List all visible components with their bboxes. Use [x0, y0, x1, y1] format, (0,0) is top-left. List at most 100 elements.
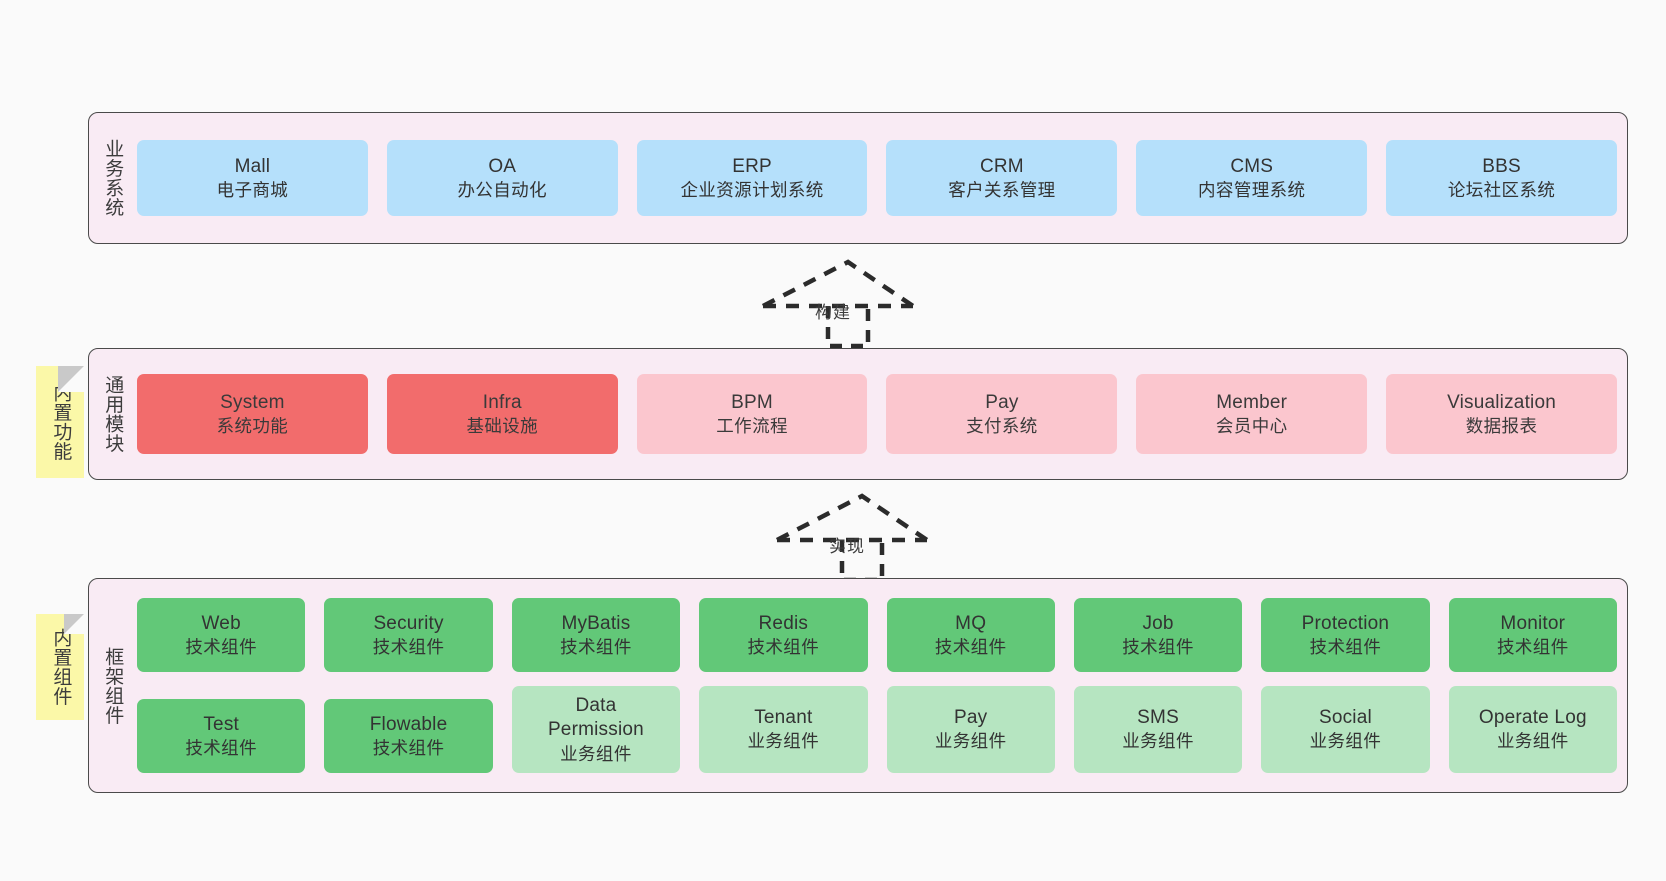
node-name: CMS: [1230, 155, 1274, 177]
node-name: Redis: [758, 612, 809, 634]
node-subtitle: 技术组件: [372, 636, 445, 657]
node-name: Social: [1318, 707, 1372, 729]
layer-framework-component: 框架组件 Web 技术组件 Security 技术组件 MyBatis 技术组件: [88, 578, 1628, 793]
node-cms[interactable]: CMS 内容管理系统: [1136, 140, 1368, 216]
node-security[interactable]: Security 技术组件: [324, 598, 493, 672]
layer-business-system: 业务系统 Mall 电子商城 OA 办公自动化 ERP 企业资源计划系统: [88, 112, 1628, 244]
node-mq[interactable]: MQ 技术组件: [886, 598, 1055, 672]
node-visualization[interactable]: Visualization 数据报表: [1386, 374, 1617, 454]
node-data-permission[interactable]: Data Permission 业务组件: [511, 686, 681, 773]
connector-build-label: 构建: [815, 303, 851, 322]
node-name: Visualization: [1447, 391, 1557, 413]
node-subtitle: 客户关系管理: [948, 179, 1056, 200]
connector-implement-glyph: [775, 493, 929, 582]
node-erp[interactable]: ERP 企业资源计划系统: [636, 140, 868, 216]
node-job[interactable]: Job 技术组件: [1073, 598, 1243, 672]
node-pay-component[interactable]: Pay 业务组件: [886, 686, 1055, 773]
node-row: System 系统功能 Infra 基础设施 BPM 工作流程 Pay 支付系统: [137, 374, 1617, 454]
note-fold-icon: [64, 614, 84, 634]
node-redis[interactable]: Redis 技术组件: [699, 598, 868, 672]
connector-implement: 实现: [772, 492, 932, 582]
node-mybatis[interactable]: MyBatis 技术组件: [511, 598, 681, 672]
node-name: Member: [1216, 391, 1288, 413]
node-subtitle: 技术组件: [1309, 636, 1382, 657]
node-oa[interactable]: OA 办公自动化: [386, 140, 618, 216]
node-tenant[interactable]: Tenant 业务组件: [699, 686, 868, 773]
connector-build: 构建: [758, 258, 918, 348]
layer-body-business-system: Mall 电子商城 OA 办公自动化 ERP 企业资源计划系统 CRM 客户关系…: [135, 113, 1627, 243]
node-subtitle: 基础设施: [466, 415, 539, 436]
node-name: System: [220, 391, 285, 413]
node-protection[interactable]: Protection 技术组件: [1261, 598, 1430, 672]
layer-body-common-module: System 系统功能 Infra 基础设施 BPM 工作流程 Pay 支付系统: [135, 349, 1627, 479]
node-member[interactable]: Member 会员中心: [1136, 374, 1368, 454]
node-name: MQ: [955, 612, 987, 634]
node-subtitle: 技术组件: [934, 636, 1007, 657]
node-subtitle: 支付系统: [966, 415, 1038, 436]
connector-implement-label: 实现: [829, 537, 865, 556]
node-name: Infra: [482, 391, 522, 413]
note-builtin-component: 内置组件: [36, 614, 84, 720]
note-fold-icon: [58, 366, 84, 392]
node-name: OA: [488, 155, 517, 177]
node-name: Monitor: [1500, 612, 1566, 634]
node-row: Web 技术组件 Security 技术组件 MyBatis 技术组件 Redi…: [137, 598, 1617, 672]
node-subtitle: 工作流程: [716, 415, 788, 436]
node-subtitle: 业务组件: [934, 731, 1007, 752]
node-subtitle: 数据报表: [1465, 415, 1538, 436]
node-social[interactable]: Social 业务组件: [1261, 686, 1430, 773]
node-subtitle: 系统功能: [216, 415, 289, 436]
node-name: Security: [373, 612, 444, 634]
node-row: Mall 电子商城 OA 办公自动化 ERP 企业资源计划系统 CRM 客户关系…: [137, 140, 1617, 216]
node-subtitle: 业务组件: [747, 731, 820, 752]
node-subtitle: 业务组件: [1122, 731, 1194, 752]
node-name: Pay: [954, 707, 988, 729]
node-subtitle: 技术组件: [1122, 636, 1194, 657]
node-infra[interactable]: Infra 基础设施: [386, 374, 618, 454]
node-subtitle: 技术组件: [747, 636, 820, 657]
node-test[interactable]: Test 技术组件: [137, 699, 306, 773]
connector-build-glyph: [761, 259, 915, 348]
node-subtitle: 会员中心: [1215, 415, 1288, 436]
node-sms[interactable]: SMS 业务组件: [1073, 686, 1243, 773]
node-name: Protection: [1301, 612, 1390, 634]
node-subtitle: 论坛社区系统: [1447, 179, 1556, 200]
node-name: Flowable: [369, 713, 448, 735]
node-monitor[interactable]: Monitor 技术组件: [1448, 598, 1617, 672]
layer-body-framework-component: Web 技术组件 Security 技术组件 MyBatis 技术组件 Redi…: [135, 579, 1627, 792]
node-name: Web: [201, 612, 241, 634]
layer-title-business-system: 业务系统: [102, 139, 124, 217]
node-crm[interactable]: CRM 客户关系管理: [886, 140, 1118, 216]
layer-common-module: 通用模块 System 系统功能 Infra 基础设施 BPM 工作流程: [88, 348, 1628, 480]
node-flowable[interactable]: Flowable 技术组件: [324, 699, 493, 773]
node-name: Pay: [985, 391, 1019, 413]
node-operate-log[interactable]: Operate Log 业务组件: [1448, 686, 1617, 773]
node-name: Test: [203, 713, 240, 735]
node-subtitle: 技术组件: [560, 636, 632, 657]
node-name: CRM: [979, 155, 1024, 177]
node-name: Job: [1142, 612, 1174, 634]
node-name: Mall: [234, 155, 271, 177]
node-bpm[interactable]: BPM 工作流程: [636, 374, 868, 454]
note-label: 内置功能: [50, 383, 72, 461]
node-name: Data Permission: [547, 694, 644, 741]
node-pay-module[interactable]: Pay 支付系统: [886, 374, 1118, 454]
node-web[interactable]: Web 技术组件: [137, 598, 306, 672]
node-name: BBS: [1482, 155, 1521, 177]
node-bbs[interactable]: BBS 论坛社区系统: [1386, 140, 1617, 216]
node-row: Test 技术组件 Flowable 技术组件 Data Permission …: [137, 686, 1617, 773]
node-name: BPM: [731, 391, 773, 413]
node-mall[interactable]: Mall 电子商城: [137, 140, 368, 216]
node-name: Tenant: [754, 707, 813, 729]
node-subtitle: 办公自动化: [457, 179, 547, 200]
node-system[interactable]: System 系统功能: [137, 374, 368, 454]
layer-title-framework-component: 框架组件: [102, 646, 124, 725]
node-name: Operate Log: [1478, 707, 1587, 729]
layer-title-common-module: 通用模块: [102, 375, 124, 453]
note-builtin-function: 内置功能: [36, 366, 84, 478]
node-subtitle: 技术组件: [372, 737, 445, 758]
node-name: MyBatis: [561, 612, 631, 634]
node-name: SMS: [1137, 707, 1179, 729]
node-subtitle: 技术组件: [185, 737, 257, 758]
